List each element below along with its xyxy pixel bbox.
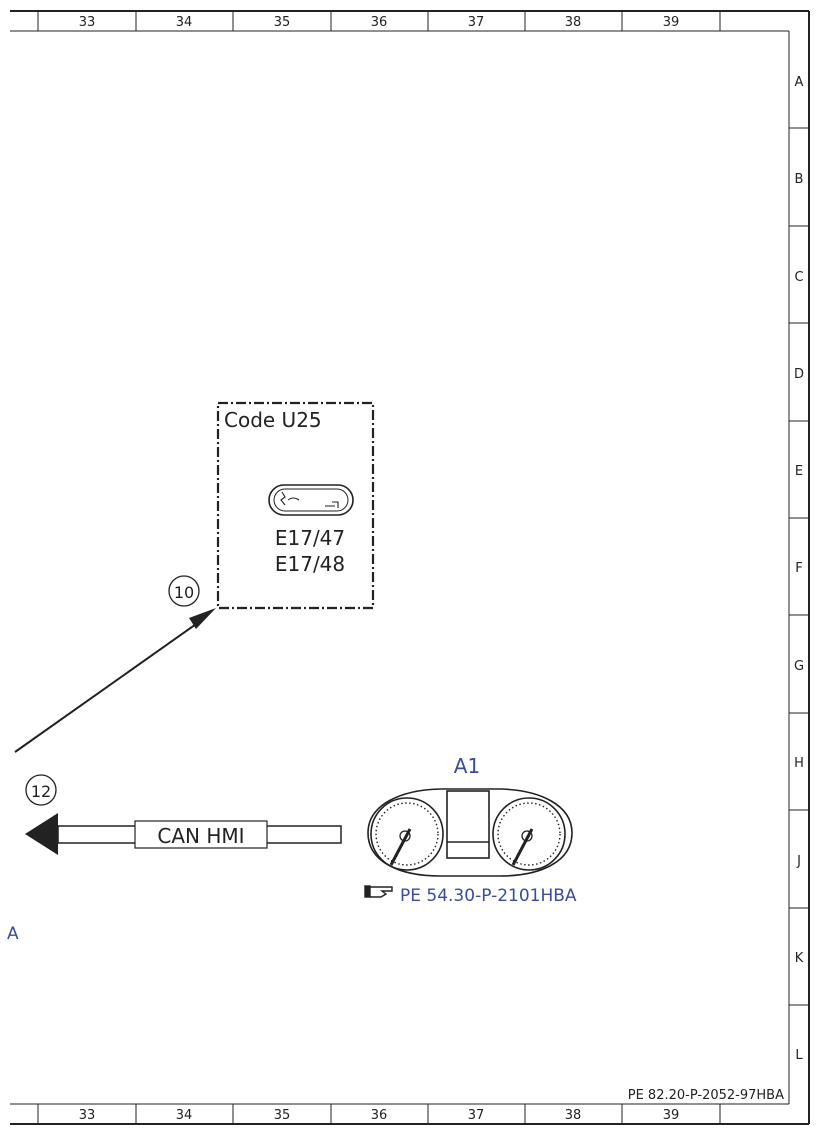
col-label-37-bottom: 37 — [468, 1108, 485, 1123]
row-label-b: B — [795, 172, 804, 187]
row-label-k: K — [795, 951, 804, 966]
edge-fragment-label: A — [7, 924, 19, 944]
frame — [10, 10, 810, 1125]
cluster-id: A1 — [454, 754, 480, 778]
col-label-35: 35 — [274, 15, 291, 30]
lamp-icon — [268, 484, 354, 516]
col-label-38-bottom: 38 — [565, 1108, 582, 1123]
top-column-labels: 33 34 35 36 37 38 39 — [79, 15, 680, 30]
right-row-labels: A B C D E F G H J K L — [794, 75, 804, 1063]
code-u25-boundary — [216, 401, 375, 610]
col-label-33: 33 — [79, 15, 96, 30]
callout-12-circle — [25, 774, 57, 806]
bottom-column-ruler — [37, 1104, 721, 1124]
row-label-c: C — [794, 270, 803, 285]
col-label-36: 36 — [371, 15, 388, 30]
can-hmi-bus-line — [25, 813, 342, 855]
cluster-reference: PE 54.30-P-2101HBA — [400, 886, 577, 906]
col-label-39: 39 — [663, 15, 680, 30]
row-label-f: F — [795, 561, 802, 576]
row-label-j: J — [796, 854, 801, 869]
bottom-column-labels: 33 34 35 36 37 38 39 — [79, 1108, 680, 1123]
instrument-cluster-icon — [367, 788, 573, 877]
footer-reference: PE 82.20-P-2052-97HBA — [628, 1088, 784, 1103]
col-label-34-bottom: 34 — [176, 1108, 193, 1123]
pointing-hand-icon — [364, 885, 393, 898]
bus-label: CAN HMI — [157, 824, 244, 848]
top-column-ruler — [37, 11, 721, 31]
callout-10-circle — [168, 575, 200, 607]
col-label-34: 34 — [176, 15, 193, 30]
callout-10-label: 10 — [174, 583, 194, 602]
col-label-33-bottom: 33 — [79, 1108, 96, 1123]
right-row-ruler — [789, 127, 809, 1006]
code-box-title: Code U25 — [224, 408, 322, 432]
col-label-36-bottom: 36 — [371, 1108, 388, 1123]
col-label-37: 37 — [468, 15, 485, 30]
row-label-h: H — [794, 756, 804, 771]
row-label-l: L — [795, 1048, 803, 1063]
component-id-e17-48: E17/48 — [275, 552, 345, 576]
col-label-39-bottom: 39 — [663, 1108, 680, 1123]
row-label-d: D — [794, 367, 804, 382]
row-label-g: G — [794, 659, 804, 674]
col-label-35-bottom: 35 — [274, 1108, 291, 1123]
row-label-e: E — [795, 464, 803, 479]
component-id-e17-47: E17/47 — [275, 526, 345, 550]
reference-arrow — [14, 608, 216, 753]
callout-12-label: 12 — [31, 782, 51, 801]
col-label-38: 38 — [565, 15, 582, 30]
row-label-a: A — [795, 75, 804, 90]
